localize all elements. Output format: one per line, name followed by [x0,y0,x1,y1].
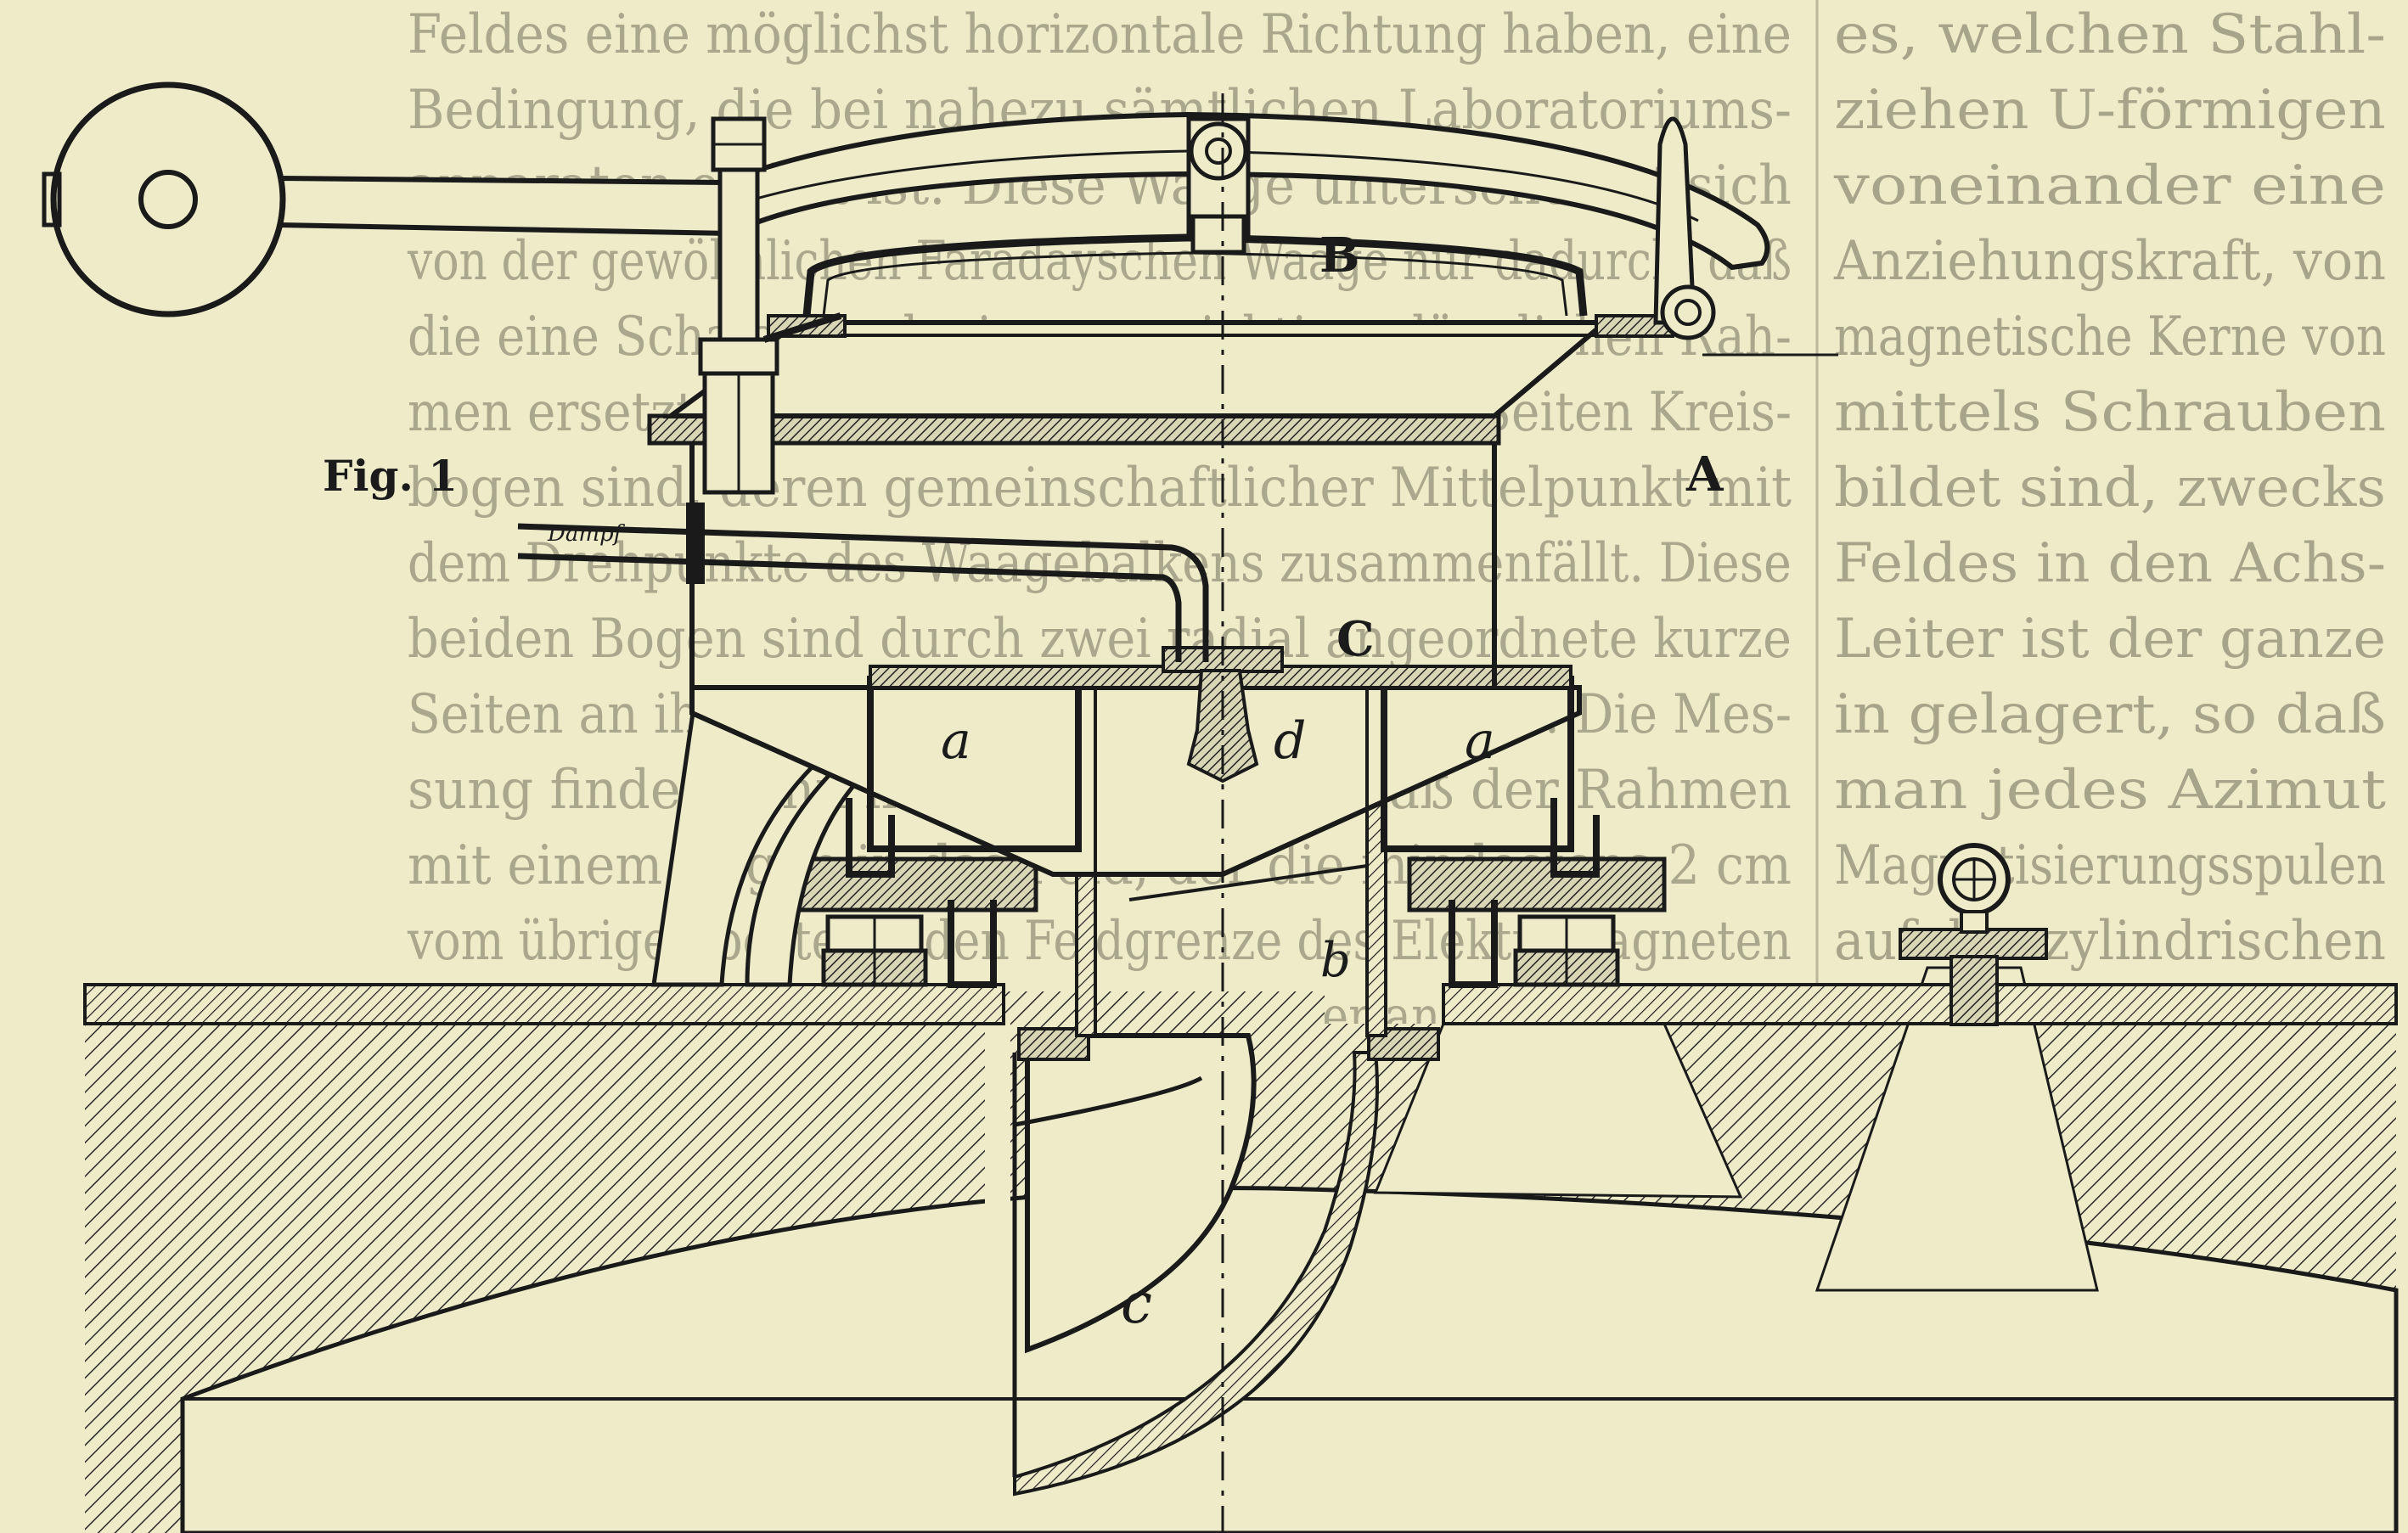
background-text-line: magnetische Kerne von [1834,306,2386,368]
lever-pivot [1186,116,1251,255]
background-text-line: voneinander eine [1833,154,2386,217]
steam-pipe-coupling [686,503,705,584]
outlet-pipe-c [1025,1033,1257,1354]
pipe-flange-right [1367,1027,1440,1061]
background-text-line: mittels Schrauben [1834,381,2386,444]
ring-plate-left [779,856,1038,912]
base-plate-left [83,983,1005,1025]
vessel-A-flange [647,413,1501,446]
label-C: C [1336,611,1375,667]
seal-channel-left-2 [948,900,997,988]
steam-nozzle [1186,669,1259,783]
background-text-line: man jedes Azimut [1834,759,2386,822]
background-text-line: Feldes in den Achs- [1834,532,2386,595]
dome-B-inner [822,251,1568,317]
left-cone-void [985,1024,1010,1222]
ring-plate-right [1407,856,1667,912]
label-A: A [1685,446,1724,503]
label-c: c [1121,1271,1152,1336]
background-text-line: Feldes eine möglichst horizontale Richtu… [408,3,1792,66]
background-text-line: bogen sind, deren gemeinschaftlicher Mit… [408,457,1792,519]
base-nut-left [821,914,928,987]
base-nut-right [1513,914,1620,987]
background-text-line: bildet sind, zwecks [1834,457,2386,519]
left-support-leg [651,688,876,987]
background-text-line: Anziehungskraft, von [1833,230,2386,293]
background-text-line: ziehen U-förmigen [1834,79,2386,142]
seal-channel-right-2 [1449,900,1498,988]
lever-hinge [1653,116,1716,340]
counterweight-wheel [42,81,286,317]
label-d: d [1274,711,1306,771]
background-text-line: beiden Bogen sind durch zwei radial ange… [408,608,1792,671]
lever-arm [278,111,1770,271]
label-b: b [1320,933,1351,988]
label-a-right: a [1465,711,1495,771]
figure-caption: Fig. 1 [323,451,458,501]
background-text-line: in gelagert, so daß [1834,683,2386,746]
apparatus-drawing [42,81,2399,1533]
label-B: B [1319,227,1359,284]
label-dampf: Dampf [547,521,626,547]
outlet-pipe-c-lip [1012,1053,1203,1477]
seal-channel-right [1550,798,1600,878]
steam-pipe [517,523,1209,662]
steam-pipe-inner [517,553,1182,662]
background-text-line: Magnetisierungsspulen [1834,834,2386,897]
flange-bolt [698,116,842,495]
base-plate-right [1442,983,2398,1025]
background-text-line: Leiter ist der ganze [1834,608,2386,671]
background-text-line: es, welchen Stahl- [1834,3,2386,66]
label-a-left: a [941,711,971,771]
seal-channel-left [846,798,895,878]
inner-divider-d [1094,688,1369,901]
eyebolt [1899,843,2048,1026]
